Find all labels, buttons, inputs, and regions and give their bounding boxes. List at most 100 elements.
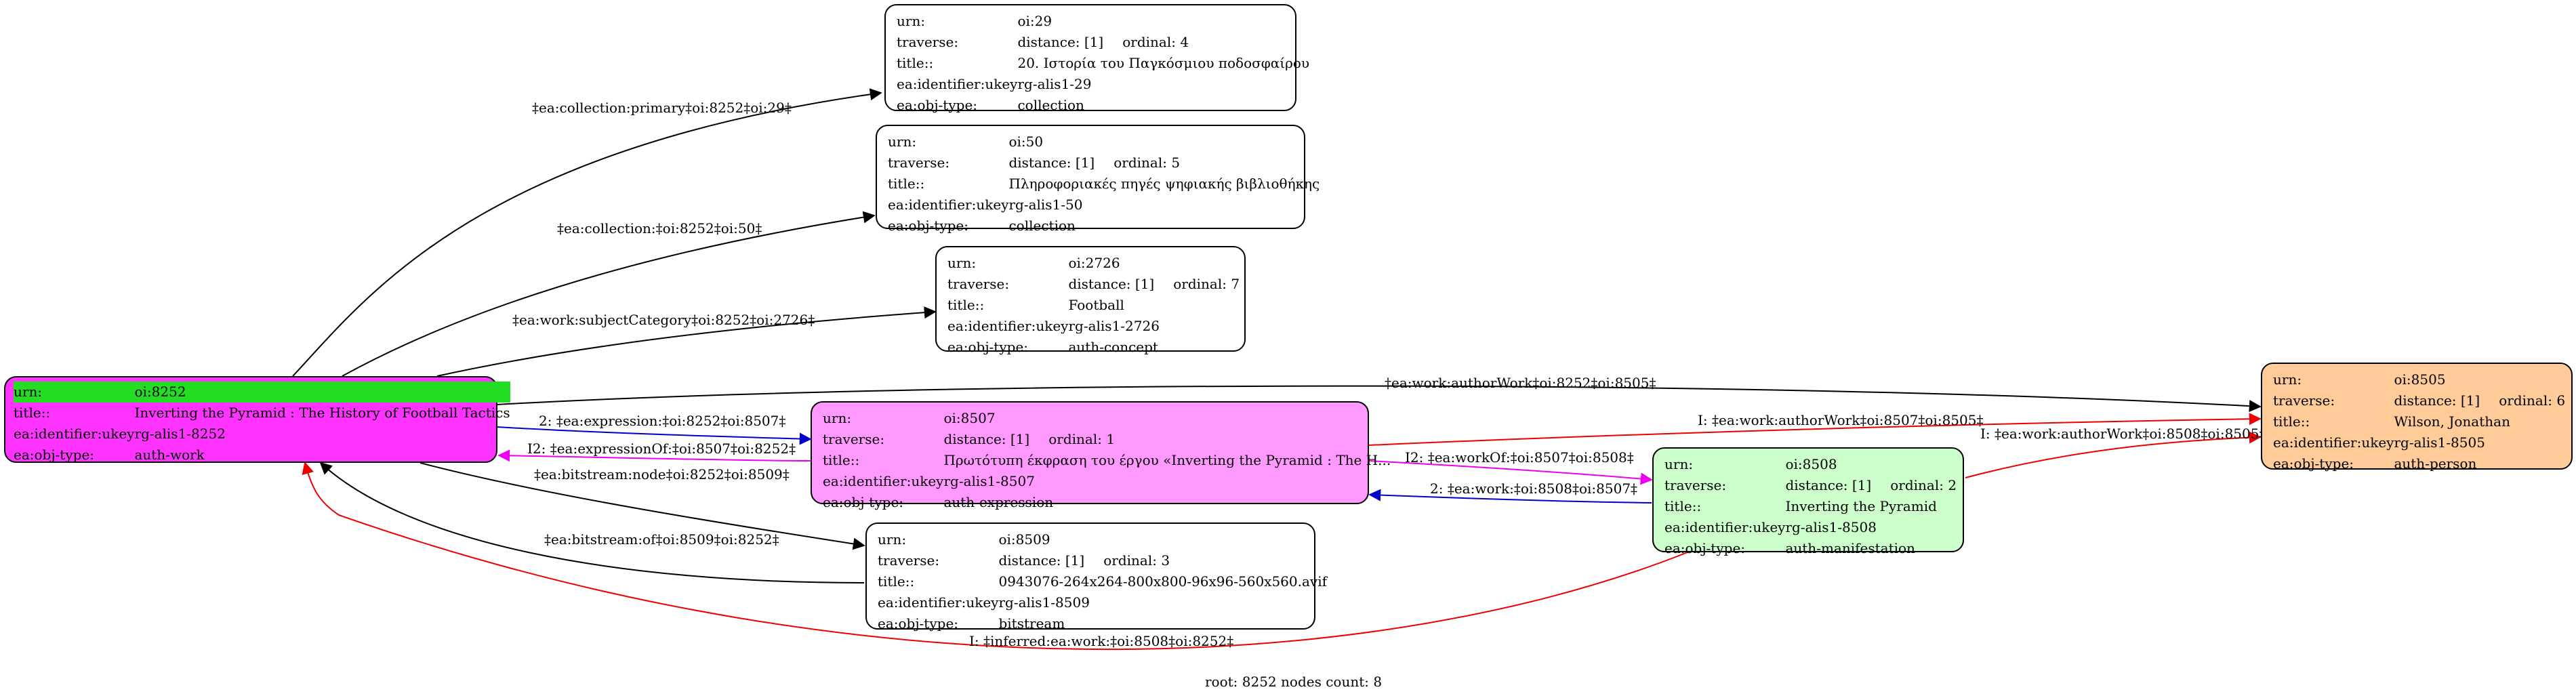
value-ukey: rg-alis1-8509 xyxy=(998,594,1090,611)
key-title: title:: xyxy=(14,405,51,421)
key-urn: urn: xyxy=(1664,456,1694,472)
value-traverse: distance: [1] xyxy=(1068,276,1155,292)
value-ordinal: ordinal: 1 xyxy=(1048,431,1116,447)
value-traverse: distance: [1] xyxy=(1017,34,1104,50)
edge-8507-to-8508 xyxy=(1368,460,1653,485)
value-objtype: collection xyxy=(1017,97,1084,113)
value-objtype: auth-manifestation xyxy=(1785,540,1915,556)
key-objtype: ea:obj-type: xyxy=(2273,455,2354,472)
key-ukey: ea:identifier:ukey xyxy=(823,473,944,489)
edge-label: 2: ‡ea:expression:‡oi:8252‡oi:8507‡ xyxy=(539,413,786,429)
edge-8508-to-8507 xyxy=(1368,489,1652,504)
value-traverse: distance: [1] xyxy=(1008,155,1095,171)
key-ukey: ea:identifier:ukey xyxy=(888,197,1009,213)
value-objtype: auth-concept xyxy=(1068,339,1158,355)
key-urn: urn: xyxy=(878,531,907,548)
key-title: title:: xyxy=(897,55,934,71)
value-title: 20. Ιστορία του Παγκόσμιου ποδοσφαίρου xyxy=(1017,55,1310,71)
value-urn: oi:8505 xyxy=(2394,371,2446,388)
edge-root-to-8505 xyxy=(496,385,2262,413)
node-oi-50[interactable]: urn: oi:50 traverse: distance: [1] ordinal:… xyxy=(876,125,1320,234)
edge-root-to-8509 xyxy=(420,462,865,550)
edge-label: 2: ‡ea:work:‡oi:8508‡oi:8507‡ xyxy=(1430,480,1638,497)
edge-root-to-50 xyxy=(342,211,876,377)
edge-label: ‡ea:bitstream:of‡oi:8509‡oi:8252‡ xyxy=(544,531,779,548)
graph-footer: root: 8252 nodes count: 8 xyxy=(1205,674,1383,690)
key-objtype: ea:obj-type: xyxy=(1664,540,1746,556)
key-urn: urn: xyxy=(2273,371,2302,388)
value-traverse: distance: [1] xyxy=(943,431,1030,447)
edge-8509-to-root xyxy=(319,461,865,583)
edge-label: I2: ‡ea:expressionOf:‡oi:8507‡oi:8252‡ xyxy=(527,440,796,457)
key-ukey: ea:identifier:ukey xyxy=(14,426,135,442)
edge-8508-to-root xyxy=(302,461,1688,651)
value-ordinal: ordinal: 5 xyxy=(1113,155,1181,171)
key-traverse: traverse: xyxy=(1664,477,1727,493)
edge-label: I: ‡ea:work:authorWork‡oi:8507‡oi:8505‡ xyxy=(1698,412,1984,428)
key-urn: urn: xyxy=(14,384,43,400)
node-oi-8507[interactable]: urn:oi:8507 traverse:distance: [1]ordina… xyxy=(811,401,1391,510)
value-title: Wilson, Jonathan xyxy=(2394,413,2510,430)
value-title: Πληροφοριακές πηγές ψηφιακής βιβλιοθήκης xyxy=(1008,176,1320,192)
value-urn: oi:50 xyxy=(1008,134,1044,150)
node-oi-8509[interactable]: urn:oi:8509 traverse:distance: [1]ordina… xyxy=(865,522,1327,632)
value-objtype: auth-person xyxy=(2394,455,2477,472)
key-traverse: traverse: xyxy=(888,155,950,171)
value-title: Football xyxy=(1068,297,1124,313)
value-traverse: distance: [1] xyxy=(998,552,1085,569)
node-oi-29[interactable]: urn:oi:29 traverse:distance: [1]ordinal:… xyxy=(884,4,1309,113)
value-ukey: rg-alis1-8252 xyxy=(134,426,226,442)
key-objtype: ea:obj-type: xyxy=(878,615,959,632)
edge-label: ‡ea:work:subjectCategory‡oi:8252‡oi:2726… xyxy=(512,312,815,328)
edge-label: ‡ea:collection:‡oi:8252‡oi:50‡ xyxy=(557,220,762,237)
key-urn: urn: xyxy=(888,134,917,150)
node-oi-8508[interactable]: urn:oi:8508 traverse:distance: [1]ordina… xyxy=(1652,447,1964,556)
key-ukey: ea:identifier:ukey xyxy=(1664,519,1786,535)
value-title: Inverting the Pyramid xyxy=(1785,498,1937,514)
edge-label: ‡ea:collection:primary‡oi:8252‡oi:29‡ xyxy=(532,100,792,116)
key-ukey: ea:identifier:ukey xyxy=(947,318,1069,334)
value-ordinal: ordinal: 6 xyxy=(2499,392,2566,409)
node-urn-row: urn: oi:8252 xyxy=(14,382,510,403)
key-urn: urn: xyxy=(947,255,977,271)
key-traverse: traverse: xyxy=(897,34,959,50)
value-objtype: auth-expression xyxy=(943,494,1054,510)
edge-8508-to-8505 xyxy=(1965,431,2262,478)
value-ordinal: ordinal: 2 xyxy=(1890,477,1957,493)
edge-label: I2: ‡ea:workOf:‡oi:8507‡oi:8508‡ xyxy=(1405,449,1634,466)
value-ukey: rg-alis1-2726 xyxy=(1068,318,1160,334)
value-objtype: collection xyxy=(1008,218,1076,234)
node-root[interactable]: urn: oi:8252 title:: Inverting the Pyram… xyxy=(4,376,510,463)
key-ukey: ea:identifier:ukey xyxy=(2273,434,2394,451)
key-traverse: traverse: xyxy=(2273,392,2335,409)
edge-label: ‡ea:bitstream:node‡oi:8252‡oi:8509‡ xyxy=(534,466,790,483)
key-title: title:: xyxy=(947,297,985,313)
edge-root-to-8507 xyxy=(496,426,812,445)
edge-label: ‡ea:work:authorWork‡oi:8252‡oi:8505‡ xyxy=(1385,375,1656,391)
key-ukey: ea:identifier:ukey xyxy=(897,76,1018,92)
value-urn: oi:29 xyxy=(1017,13,1052,29)
edge-root-to-29 xyxy=(292,88,882,377)
value-ukey: rg-alis1-8508 xyxy=(1785,519,1877,535)
value-urn: oi:8252 xyxy=(134,384,186,400)
value-ordinal: ordinal: 3 xyxy=(1103,552,1170,569)
value-traverse: distance: [1] xyxy=(1785,477,1872,493)
value-objtype: bitstream xyxy=(998,615,1065,632)
value-ordinal: ordinal: 7 xyxy=(1173,276,1240,292)
value-ukey: rg-alis1-8507 xyxy=(943,473,1035,489)
node-oi-8505[interactable]: urn: oi:8505 traverse: distance: [1] ordina… xyxy=(2261,363,2573,472)
value-title: Inverting the Pyramid : The History of F… xyxy=(134,405,510,421)
key-traverse: traverse: xyxy=(878,552,940,569)
edge-label: I: ‡ea:work:authorWork‡oi:8508‡oi:8505‡ xyxy=(1980,426,2266,442)
key-objtype: ea:obj-type: xyxy=(14,447,95,463)
key-title: title:: xyxy=(888,176,925,192)
key-objtype: ea:obj-type: xyxy=(947,339,1029,355)
edge-label: I: ‡inferred:ea:work:‡oi:8508‡oi:8252‡ xyxy=(969,633,1234,649)
node-oi-2726[interactable]: urn:oi:2726 traverse:distance: [1]ordina… xyxy=(935,246,1246,355)
key-title: title:: xyxy=(823,452,860,468)
value-urn: oi:8507 xyxy=(943,410,996,426)
key-traverse: traverse: xyxy=(947,276,1010,292)
value-ordinal: ordinal: 4 xyxy=(1122,34,1189,50)
value-traverse: distance: [1] xyxy=(2394,392,2480,409)
